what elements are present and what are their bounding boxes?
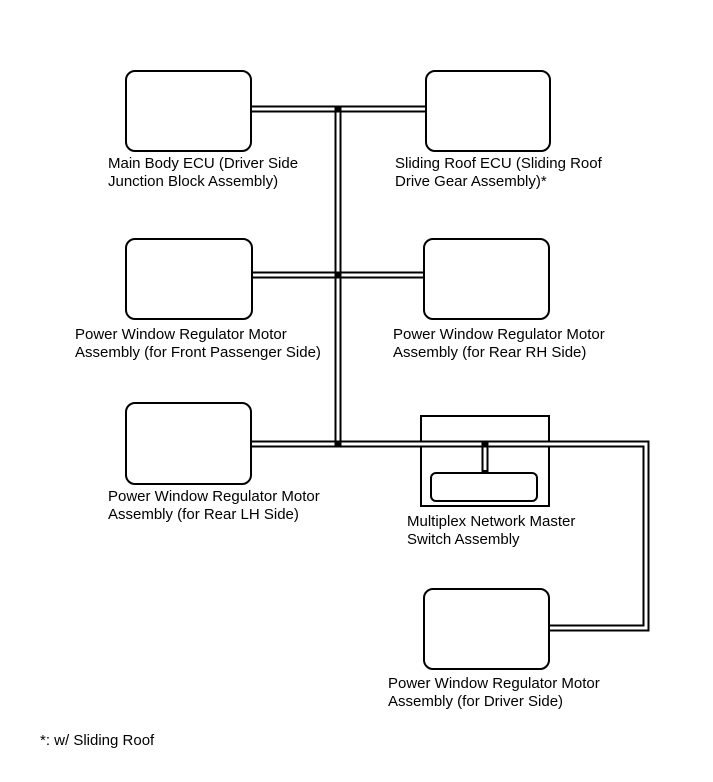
junction-row3-tee [334, 440, 342, 448]
junction-row1-tee [334, 105, 342, 113]
node-box-main-body-ecu [125, 70, 252, 152]
node-label-main-body-ecu: Main Body ECU (Driver Side Junction Bloc… [108, 155, 299, 190]
node-box-sliding-roof-ecu [425, 70, 551, 152]
node-box-pw-rear-rh [423, 238, 550, 320]
node-label-pw-rear-rh: Power Window Regulator Motor Assembly (f… [393, 326, 605, 361]
node-box-multiplex-inner-connector [430, 472, 538, 502]
footnote: *: w/ Sliding Roof [40, 732, 155, 749]
node-label-pw-driver: Power Window Regulator Motor Assembly (f… [388, 675, 600, 710]
node-label-sliding-roof-ecu: Sliding Roof ECU (Sliding Roof Drive Gea… [395, 155, 602, 190]
node-label-multiplex-master-switch: Multiplex Network Master Switch Assembly [407, 513, 576, 548]
junction-row2-cross [334, 271, 342, 279]
node-box-pw-front-passenger [125, 238, 253, 320]
node-label-pw-rear-lh: Power Window Regulator Motor Assembly (f… [108, 488, 320, 523]
node-box-pw-driver [423, 588, 550, 670]
node-label-pw-front-passenger: Power Window Regulator Motor Assembly (f… [75, 326, 321, 361]
node-box-pw-rear-lh [125, 402, 252, 485]
